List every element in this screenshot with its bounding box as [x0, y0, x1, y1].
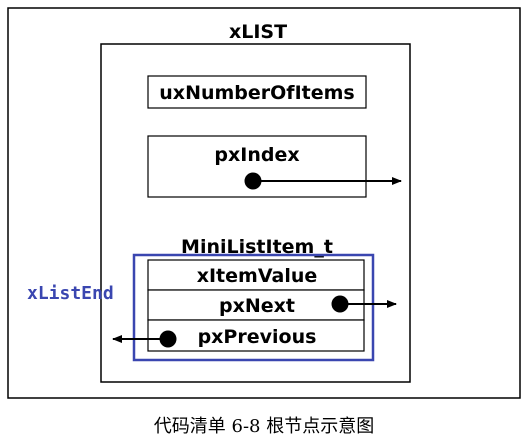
mini-list-item-title: MiniListItem_t: [181, 236, 333, 258]
xlistend-label: xListEnd: [27, 283, 114, 304]
xlist-title: xLIST: [229, 21, 287, 43]
x-item-value-label: xItemValue: [197, 265, 318, 287]
px-next-label: pxNext: [219, 295, 295, 317]
ux-number-of-items-box: [147, 75, 367, 109]
figure-caption: 代码清单 6-8 根节点示意图: [153, 416, 375, 437]
outer-frame: [7, 7, 521, 399]
px-index-label: pxIndex: [214, 144, 299, 166]
px-previous-box: [147, 319, 365, 352]
xlistend-highlight-box: [132, 253, 375, 362]
px-previous-label: pxPrevious: [198, 326, 317, 348]
x-item-value-box: [147, 259, 365, 291]
px-next-box: [147, 289, 365, 321]
ux-number-of-items-label: uxNumberOfItems: [159, 82, 354, 104]
